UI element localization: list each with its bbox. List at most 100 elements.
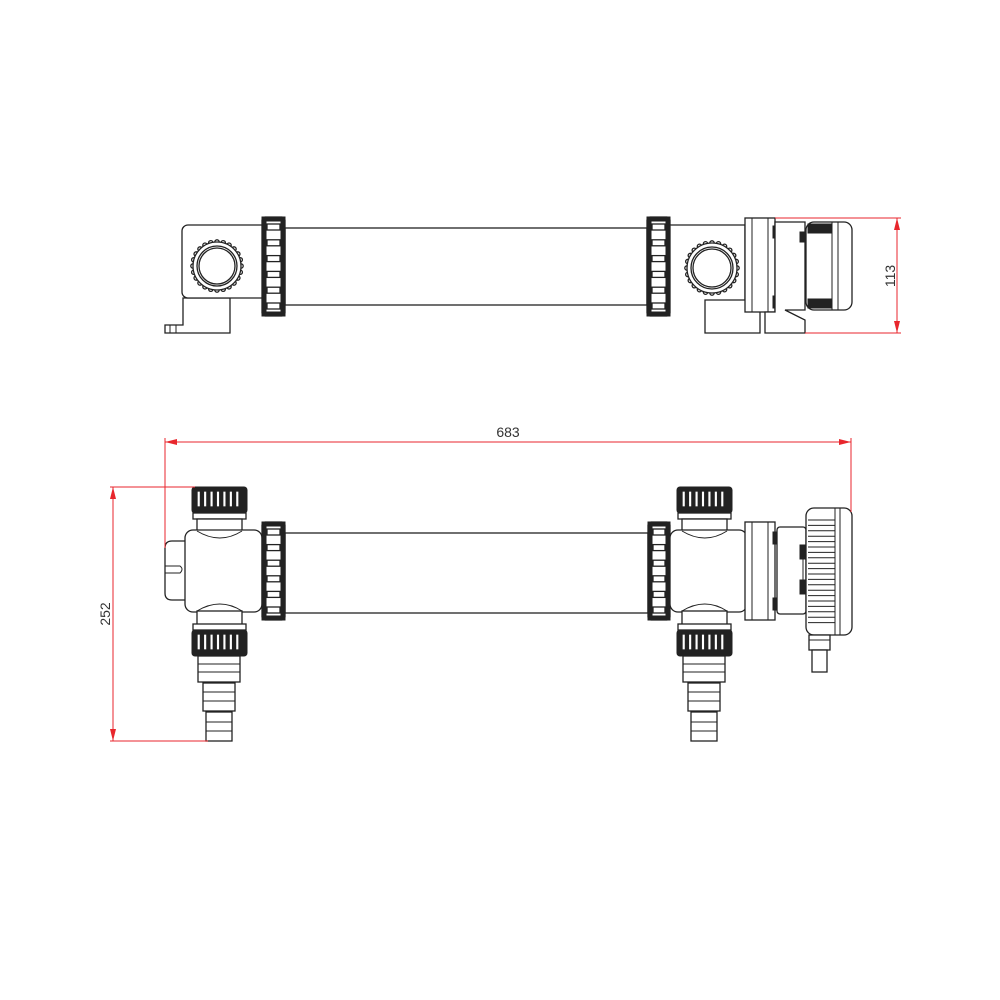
mounting-clip [164,540,188,601]
left-union-nut-rib [266,239,281,247]
right-union-nut-edge [646,311,671,317]
front-view [164,486,853,742]
cap-band [807,223,833,234]
right-tee-top-nut-rib [707,490,712,508]
left-tee-barb [202,682,236,712]
dimension-252: 252 [97,486,208,742]
left-tee-neck [196,610,243,626]
left-union-nut-rib [266,543,281,552]
left-tee-bottom-nut-rib [222,633,227,651]
left-union-nut-rib [266,606,281,614]
right-union-nut-edge [646,216,671,222]
right-union-nut-rib [651,239,666,247]
dimension-label-113: 113 [882,265,898,288]
left-tee-top-nut-rib [196,490,202,508]
end-flange [744,521,776,621]
left-tee-top-nut-rib [228,490,234,508]
dimension-683: 683 [164,424,852,548]
left-tee-body [184,529,263,613]
left-tee-bottom-nut-rib [234,633,240,651]
label-mark [799,544,807,560]
left-tee-bottom-nut-rib [215,633,221,651]
right-tee-bottom-nut-rib [681,633,687,651]
right-union-nut-edge [665,216,671,317]
right-tee-body [669,529,748,613]
right-tee-bottom-nut-rib [687,633,693,651]
right-tee-neck [681,610,728,626]
left-union-nut-edge [261,615,286,621]
right-union-nut-edge [647,615,671,621]
clip-slot [165,565,183,574]
left-tee-collar [192,512,247,520]
right-union-nut-rib [651,270,666,279]
right-tee-bottom-nut-rib [719,633,725,651]
label-mark [799,579,807,595]
ballast-cap [805,507,853,636]
right-tee-bottom-nut-rib [694,633,699,651]
left-tee-bottom-nut-rib [196,633,202,651]
ballast-cap [805,221,853,311]
right-union-nut-rib [652,543,666,552]
left-union-nut-edge [280,216,286,317]
right-union-nut-rib [652,559,666,567]
left-tee-barb [205,711,233,742]
left-port-cap [190,239,244,293]
left-union-nut-edge [261,311,286,317]
cable-gland [808,634,831,651]
end-flange [744,217,776,313]
left-union-nut-edge [261,216,286,222]
left-tee-top-nut-rib [222,490,227,508]
right-tee-waist [681,603,728,612]
right-tee-bottom-nut-rib [713,633,719,651]
left-union-nut-rib [266,286,281,294]
right-tee-waist [681,530,728,539]
right-tee-top-nut-rib [694,490,699,508]
left-tee-bottom-nut-rib [228,633,234,651]
right-union-nut-edge [646,216,652,317]
label-mark [799,231,807,243]
left-tee-waist [196,530,243,539]
left-union-nut-rib [266,575,281,583]
cable-connector [811,649,828,673]
right-port-cap [684,240,740,296]
end-plate [776,526,807,615]
right-tee-bottom-nut-rib [700,633,706,651]
left-union-nut-edge [261,521,267,621]
uv-tube [284,532,649,614]
left-union-nut-edge [261,521,286,527]
right-union-nut-rib [651,302,666,310]
right-tee-collar [677,512,732,520]
dimension-113: 113 [775,217,901,334]
right-tee-bottom-nut-rib [707,633,712,651]
left-tee-bottom-nut-rib [202,633,208,651]
end-plate [764,221,806,334]
right-union-nut-rib [652,528,666,536]
right-tee-top-nut-rib [700,490,706,508]
right-tee [669,486,748,742]
right-tee-top-nut-rib [681,490,687,508]
left-union-nut-edge [261,216,267,317]
uv-tube [284,227,648,306]
right-union-nut-edge [647,521,671,527]
left-tee [184,486,263,742]
top-view [164,216,853,334]
left-union-nut-edge [280,521,286,621]
right-union-nut-rib [652,590,666,599]
right-union-nut-rib [652,575,666,583]
right-union-nut-rib [651,254,666,263]
right-union-nut-edge [647,521,653,621]
right-tee-barb [690,711,718,742]
dimension-label-252: 252 [97,602,113,626]
left-tee-waist [196,603,243,612]
right-tee-barb [687,682,721,712]
left-tee-collar [192,623,247,631]
left-union-nut-rib [266,559,281,567]
right-union-nut-rib [651,286,666,294]
left-union-nut-rib [266,223,281,231]
right-tee-collar [677,623,732,631]
right-tee-top-nut-rib [687,490,693,508]
dimension-label-683: 683 [496,424,520,440]
left-union-nut-rib [266,590,281,599]
